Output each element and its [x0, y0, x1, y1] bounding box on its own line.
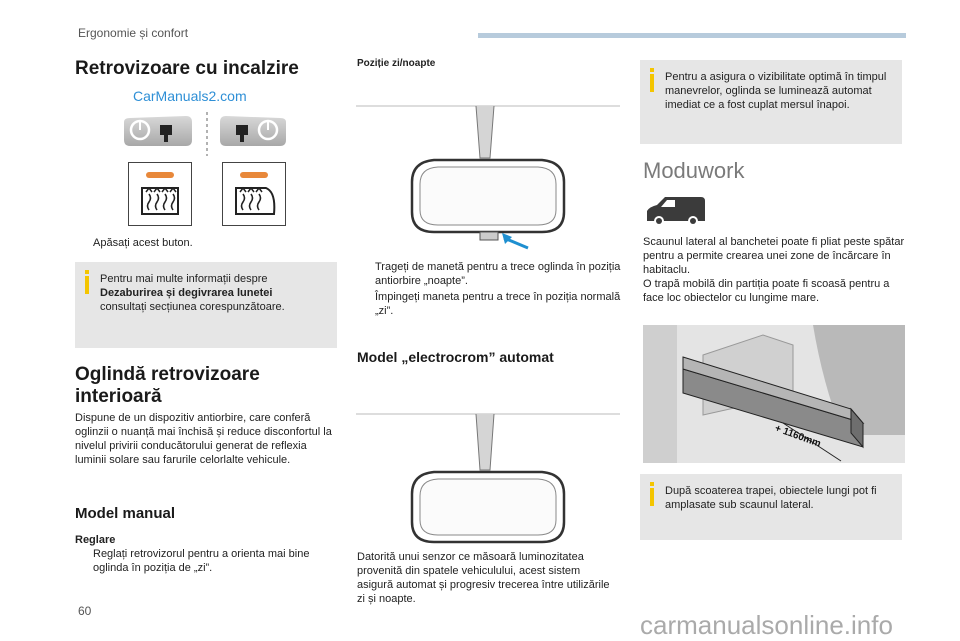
heated-mirrors-title: Retrovizoare cu incalzire — [75, 58, 299, 79]
moduwork-title: Moduwork — [643, 158, 745, 183]
rearview-mirror-manual-illustration — [356, 100, 620, 250]
info-line-3: consultați secțiunea corespunzătoare. — [100, 301, 285, 313]
info-line-bold: Dezaburirea și degivrarea lunetei — [100, 287, 273, 299]
interior-mirror-description: Dispune de un dispozitiv antiorbire, car… — [75, 412, 332, 466]
manual-model-title: Model manual — [75, 505, 176, 522]
van-icon — [645, 195, 707, 227]
reglare-label: Reglare — [75, 534, 116, 546]
moduwork-cargo-illustration — [643, 325, 905, 463]
info-icon — [85, 270, 89, 294]
header-section-title: Ergonomie și confort — [78, 26, 189, 40]
long-objects-info-text: După scoaterea trapei, obiectele lungi p… — [665, 485, 877, 511]
moduwork-description-2: O trapă mobilă din partiția poate fi sco… — [643, 278, 890, 304]
defrost-info-box: Pentru mai multe informații despre Dezab… — [75, 262, 337, 348]
info-icon — [650, 68, 654, 92]
press-button-instruction: Apăsați acest buton. — [75, 236, 330, 250]
interior-mirror-title: Oglindă retrovizoare interioară — [75, 364, 260, 407]
header-accent-bar — [478, 33, 906, 38]
push-lever-instruction: Împingeți maneta pentru a trece în poziț… — [357, 290, 622, 318]
bullet-marker-icon — [75, 236, 93, 250]
rearview-mirror-auto-illustration — [356, 408, 620, 548]
reglare-instruction: Reglați retrovizorul pentru a orienta ma… — [75, 547, 337, 575]
mirror-defrost-button[interactable] — [222, 162, 286, 226]
bullet-marker-icon — [357, 290, 375, 318]
moduwork-description-1: Scaunul lateral al banchetei poate fi pl… — [643, 236, 905, 276]
mirror-illustration — [120, 110, 300, 158]
electrochrom-description: Datorită unui senzor ce măsoară luminozi… — [357, 551, 610, 605]
bullet-marker-icon — [75, 547, 93, 575]
bullet-marker-icon — [357, 260, 375, 288]
watermark-top: CarManuals2.com — [133, 88, 247, 104]
pull-lever-instruction: Trageți de manetă pentru a trece oglinda… — [357, 260, 622, 288]
info-line-1: Pentru mai multe informații despre — [100, 273, 268, 285]
long-objects-info-box: După scoaterea trapei, obiectele lungi p… — [640, 474, 902, 540]
page-number: 60 — [78, 604, 92, 618]
rear-defrost-button[interactable] — [128, 162, 192, 226]
info-icon — [650, 482, 654, 506]
reverse-light-info-box: Pentru a asigura o vizibilitate optimă î… — [640, 60, 902, 144]
reverse-light-info-text: Pentru a asigura o vizibilitate optimă î… — [665, 71, 887, 111]
day-night-label: Poziție zi/noapte — [357, 58, 436, 69]
watermark-bottom: carmanualsonline.info — [640, 610, 893, 640]
electrochrom-title: Model „electrocrom” automat — [357, 349, 554, 365]
